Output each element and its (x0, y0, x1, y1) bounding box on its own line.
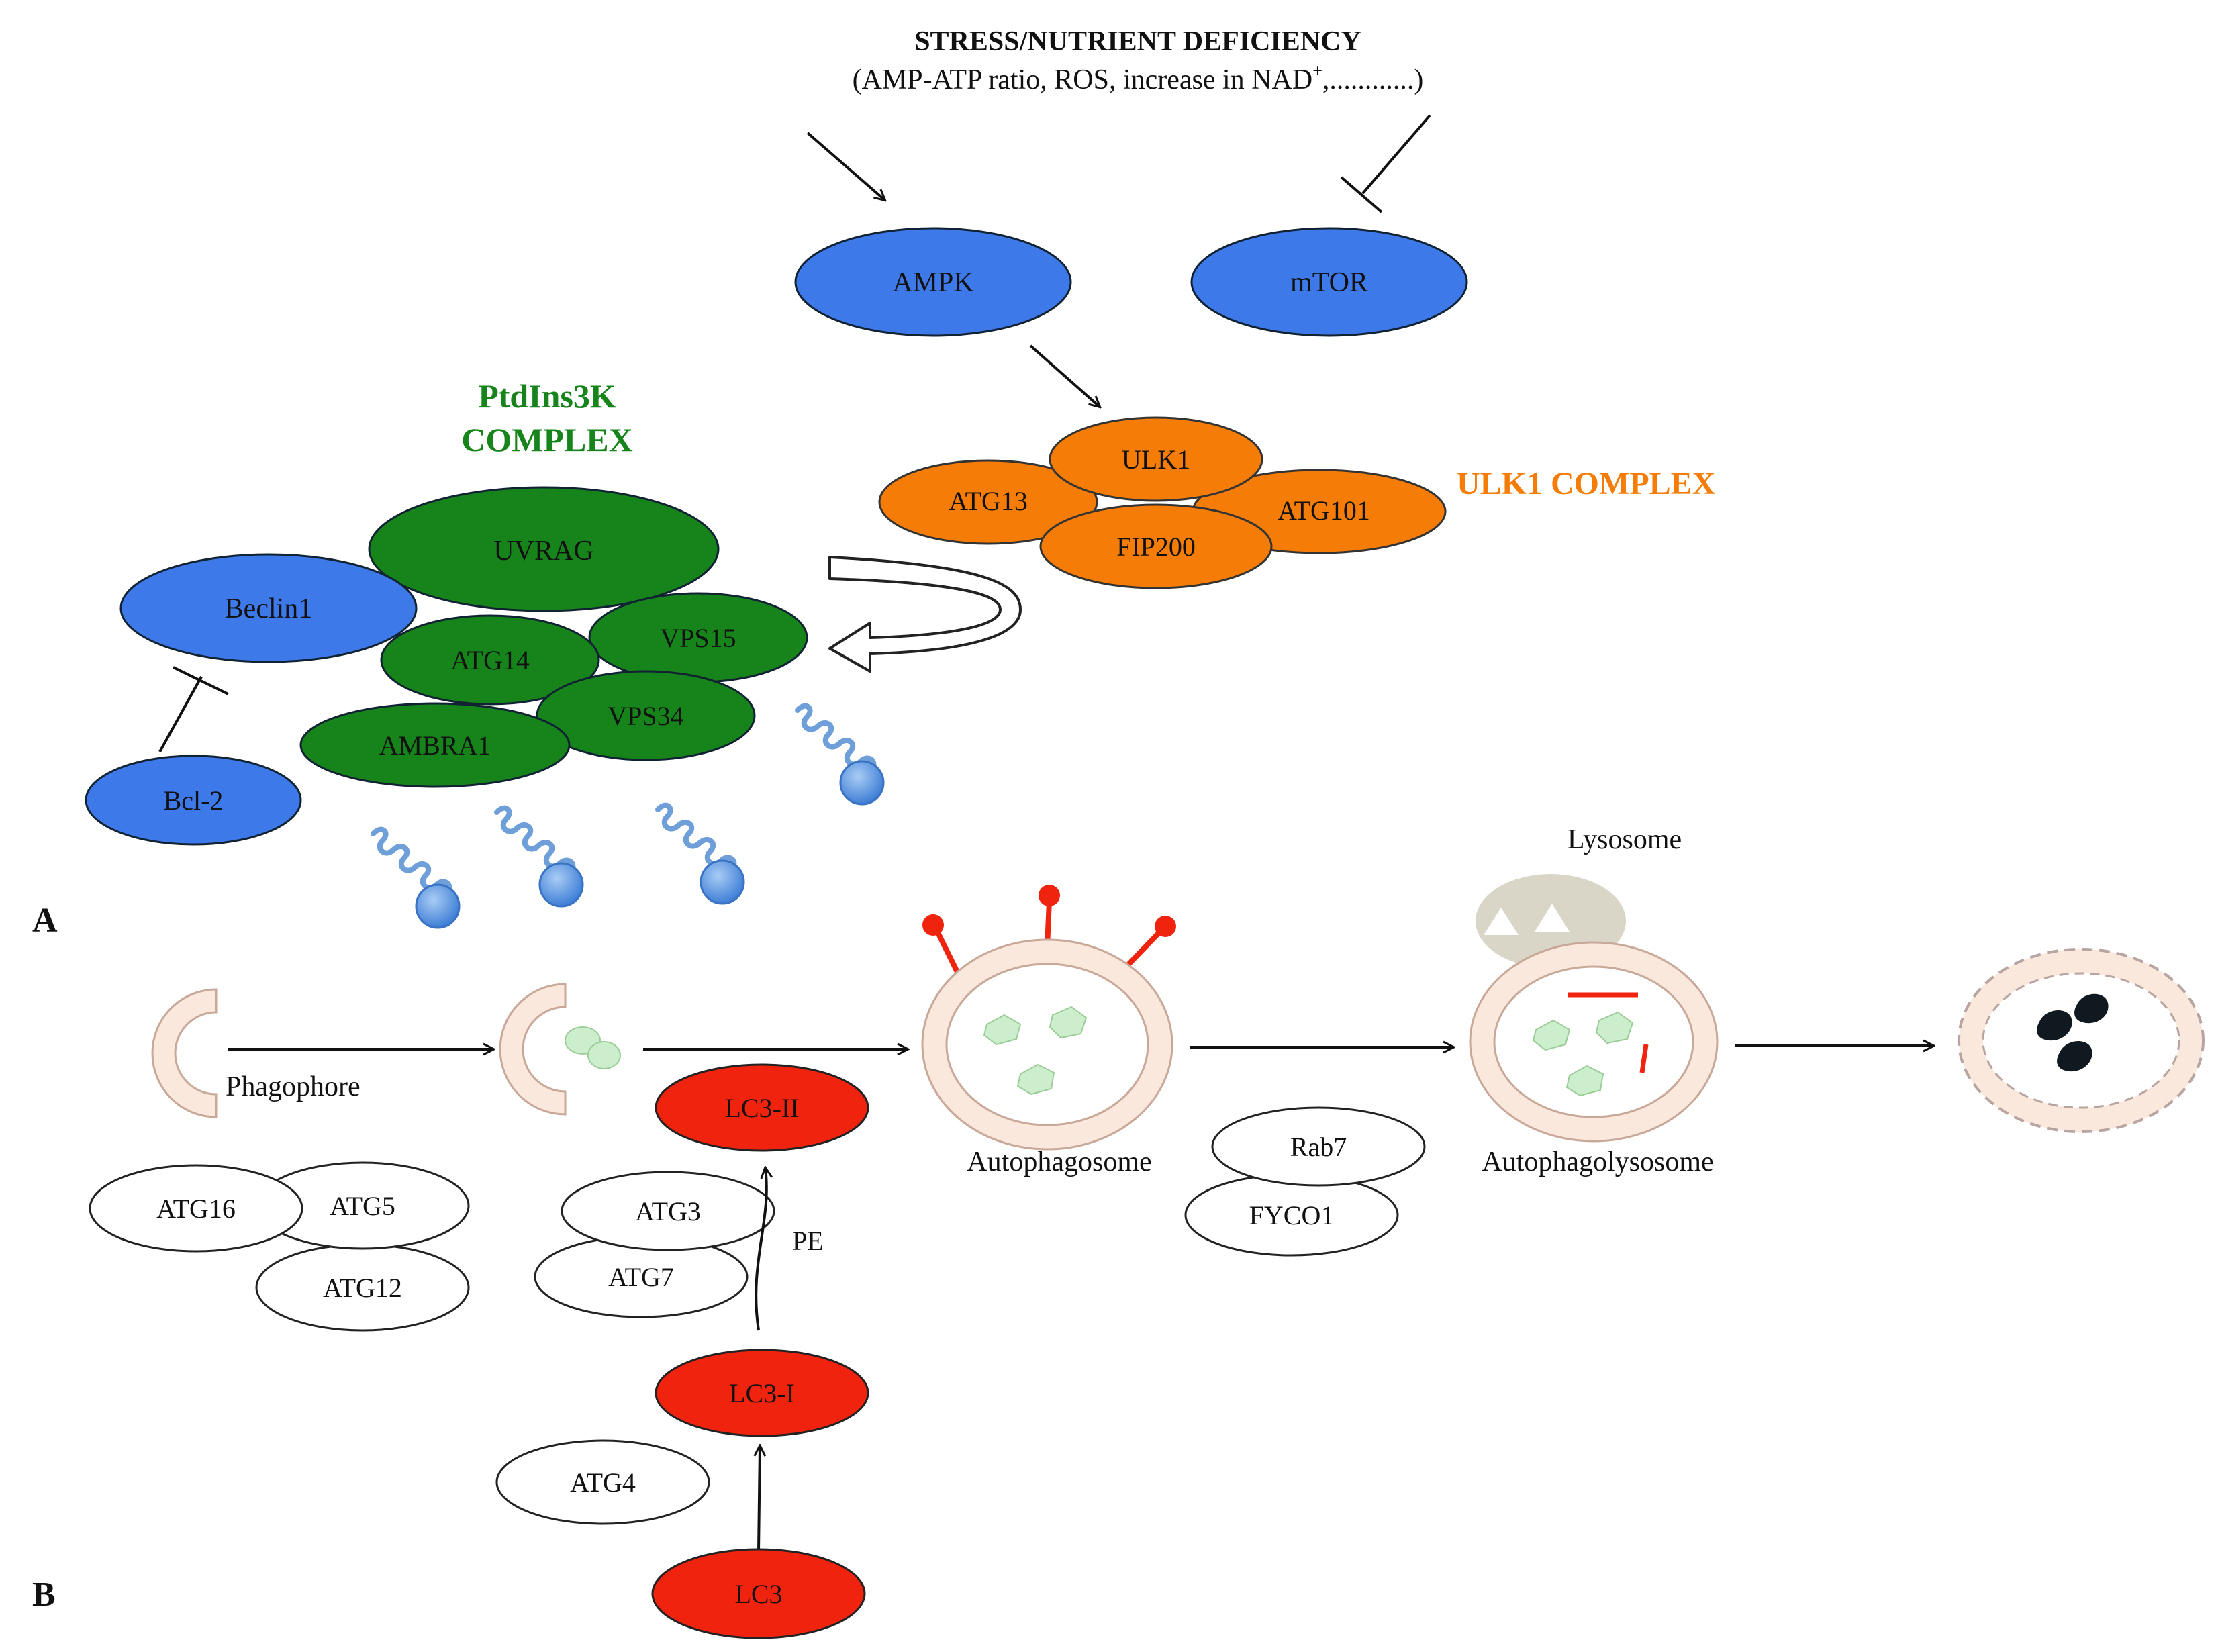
pe-label: PE (792, 1226, 824, 1256)
lc3-ii-label: LC3-II (724, 1093, 799, 1123)
atg3-label: ATG3 (635, 1196, 701, 1226)
lipid-icon (658, 806, 744, 904)
panel-label-a: A (32, 902, 58, 940)
lc3-label: LC3 (734, 1579, 782, 1609)
stress-subtitle-tail: ,............) (1322, 64, 1424, 95)
mtor-label: mTOR (1290, 267, 1368, 298)
ptdins3k-title-line1: PtdIns3K (478, 377, 616, 415)
ulk1-node (1049, 416, 1263, 502)
atg14-node (380, 614, 600, 706)
phagophore-label: Phagophore (226, 1071, 360, 1102)
fip200-node (1039, 503, 1273, 589)
vps15-label: VPS15 (660, 623, 736, 653)
vps34-label: VPS34 (608, 701, 683, 731)
atg101-label: ATG101 (1278, 495, 1370, 526)
autophagosome-label: Autophagosome (967, 1147, 1151, 1177)
ampk-label: AMPK (892, 267, 973, 298)
lc3-i-label: LC3-I (729, 1378, 795, 1408)
panel-label-b: B (32, 1575, 56, 1614)
stress-inhibits-mtor (1340, 114, 1431, 213)
stress-subtitle: (AMP-ATP ratio, ROS, increase in NAD+,..… (853, 61, 1424, 95)
fyco1-label: FYCO1 (1249, 1200, 1335, 1230)
cargo-icon (587, 1041, 621, 1069)
lipid-icon (798, 706, 883, 804)
lc3-to-lc3-i-arrow (759, 1446, 760, 1553)
stress-title: STRESS/NUTRIENT DEFICIENCY (914, 26, 1361, 57)
autophagosome-icon (921, 885, 1176, 1151)
beclin1-node (119, 553, 418, 663)
atg4-label: ATG4 (570, 1467, 636, 1498)
ampk-node (794, 227, 1072, 337)
autophagolysosome-icon (1469, 941, 1719, 1143)
atg13-node (878, 459, 1098, 545)
ulk1-complex: ATG13 ATG101 FIP200 ULK1 (878, 416, 1447, 589)
ptdins3k-title-line2: COMPLEX (461, 421, 633, 458)
phagophore-membrane (151, 988, 218, 1118)
vps34-node (536, 670, 756, 761)
autophagolysosome-label: Autophagolysosome (1482, 1147, 1713, 1177)
atg14-label: ATG14 (450, 645, 530, 675)
ampk-to-ulk1-arrow (1029, 344, 1100, 407)
ambra1-label: AMBRA1 (379, 730, 491, 761)
degradation-vesicle-icon (1958, 948, 2205, 1133)
lysosome-label: Lysosome (1568, 824, 1682, 855)
rab7-label: Rab7 (1290, 1132, 1347, 1162)
bcl2-label: Bcl-2 (164, 785, 224, 816)
atg3-atg7-complex: ATG3 ATG7 (534, 1171, 775, 1318)
ptdins3k-complex: UVRAG Beclin1 VPS15 ATG14 VPS34 AMBRA1 (119, 486, 808, 788)
lc3-ii-node (655, 1063, 869, 1152)
ulk1-label: ULK1 (1122, 444, 1190, 475)
uvrag-label: UVRAG (493, 536, 593, 567)
atg12-label: ATG12 (323, 1273, 402, 1303)
ulk1-complex-title: ULK1 COMPLEX (1457, 466, 1716, 501)
lipid-icon (373, 830, 459, 928)
fip200-label: FIP200 (1116, 532, 1196, 562)
atg13-label: ATG13 (949, 486, 1028, 516)
lc3-i-to-lc3-ii-arrow (755, 1168, 767, 1331)
atg7-label: ATG7 (608, 1262, 674, 1292)
ulk1-activates-ptdins3k-arrow (828, 556, 1022, 673)
rab7-node (1211, 1106, 1426, 1187)
mtor-node (1190, 227, 1468, 337)
lc3-node (651, 1548, 866, 1639)
beclin1-label: Beclin1 (225, 593, 313, 624)
atg3-node (561, 1171, 775, 1251)
atg4-node (495, 1439, 710, 1525)
atg12-atg5-atg16-complex: ATG16 ATG5 ATG12 (89, 1161, 470, 1332)
atg5-label: ATG5 (330, 1191, 395, 1221)
ambra1-node (299, 702, 571, 788)
bcl2-node (85, 755, 302, 846)
bcl2-inhibits-beclin1 (158, 666, 229, 752)
uvrag-node (368, 486, 720, 612)
atg16-label: ATG16 (156, 1194, 236, 1224)
stress-to-ampk-arrow (806, 132, 885, 200)
lipid-icon (497, 808, 583, 906)
stress-subtitle-main: (AMP-ATP ratio, ROS, increase in NAD (853, 64, 1313, 95)
lc3-i-node (655, 1349, 869, 1437)
stress-subtitle-sup: + (1312, 61, 1322, 81)
elongating-phagophore-membrane (499, 983, 567, 1116)
atg16-node (89, 1164, 303, 1253)
